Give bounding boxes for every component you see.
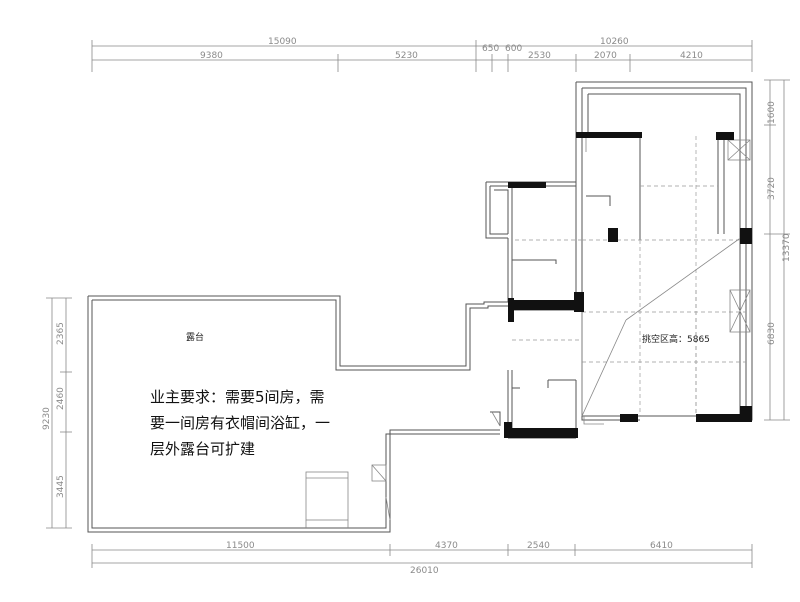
top-dim-seg-4: 600 xyxy=(505,44,522,54)
right-dim-total: 13370 xyxy=(782,233,792,262)
left-dim-seg-2: 2460 xyxy=(56,387,66,410)
top-dim-seg-6: 2070 xyxy=(594,51,617,61)
left-dim-seg-3: 3445 xyxy=(56,475,66,498)
owner-requirements-note: 业主要求：需要5间房，需 要一间房有衣帽间浴缸，一 层外露台可扩建 xyxy=(150,388,330,458)
duct-shaft-top xyxy=(727,139,751,161)
bottom-dim-seg-4: 6410 xyxy=(650,541,673,551)
top-dim-total-left: 15090 xyxy=(268,37,297,47)
right-dim-seg-2: 3720 xyxy=(767,177,777,200)
top-dimension-lines xyxy=(91,40,753,72)
terrace-outline xyxy=(87,295,508,533)
terrace-door xyxy=(305,471,349,528)
duct-shaft-right xyxy=(729,289,751,333)
note-line-1: 业主要求：需要5间房，需 xyxy=(150,388,325,406)
structural-grid xyxy=(512,136,746,416)
void-area-outline xyxy=(581,233,747,417)
top-dim-seg-1: 9380 xyxy=(200,51,223,61)
bottom-dim-seg-3: 2540 xyxy=(527,541,550,551)
void-area-label: 挑空区高：5865 xyxy=(642,333,710,345)
bottom-dim-seg-1: 11500 xyxy=(226,541,255,551)
right-dimension-lines xyxy=(764,79,790,421)
top-dim-seg-2: 5230 xyxy=(395,51,418,61)
left-dimension-lines xyxy=(46,297,72,529)
bottom-dimension-lines xyxy=(91,544,753,568)
note-line-2: 要一间房有衣帽间浴缸，一 xyxy=(150,414,330,432)
bottom-dim-total: 26010 xyxy=(410,566,439,576)
solid-walls xyxy=(504,132,752,438)
note-line-3: 层外露台可扩建 xyxy=(150,440,255,458)
right-dim-seg-1: 1600 xyxy=(767,101,777,124)
left-dim-total: 9230 xyxy=(42,407,52,430)
terrace-label: 露台 xyxy=(186,331,204,343)
top-dim-seg-5: 2530 xyxy=(528,51,551,61)
top-dim-seg-7: 4210 xyxy=(680,51,703,61)
right-dim-seg-3: 6830 xyxy=(767,322,777,345)
top-dim-total-right: 10260 xyxy=(600,37,629,47)
terrace-column xyxy=(371,464,387,482)
bottom-dim-seg-2: 4370 xyxy=(435,541,458,551)
left-dim-seg-1: 2365 xyxy=(56,322,66,345)
top-dim-seg-3: 650 xyxy=(482,44,499,54)
door-swings xyxy=(491,138,604,427)
